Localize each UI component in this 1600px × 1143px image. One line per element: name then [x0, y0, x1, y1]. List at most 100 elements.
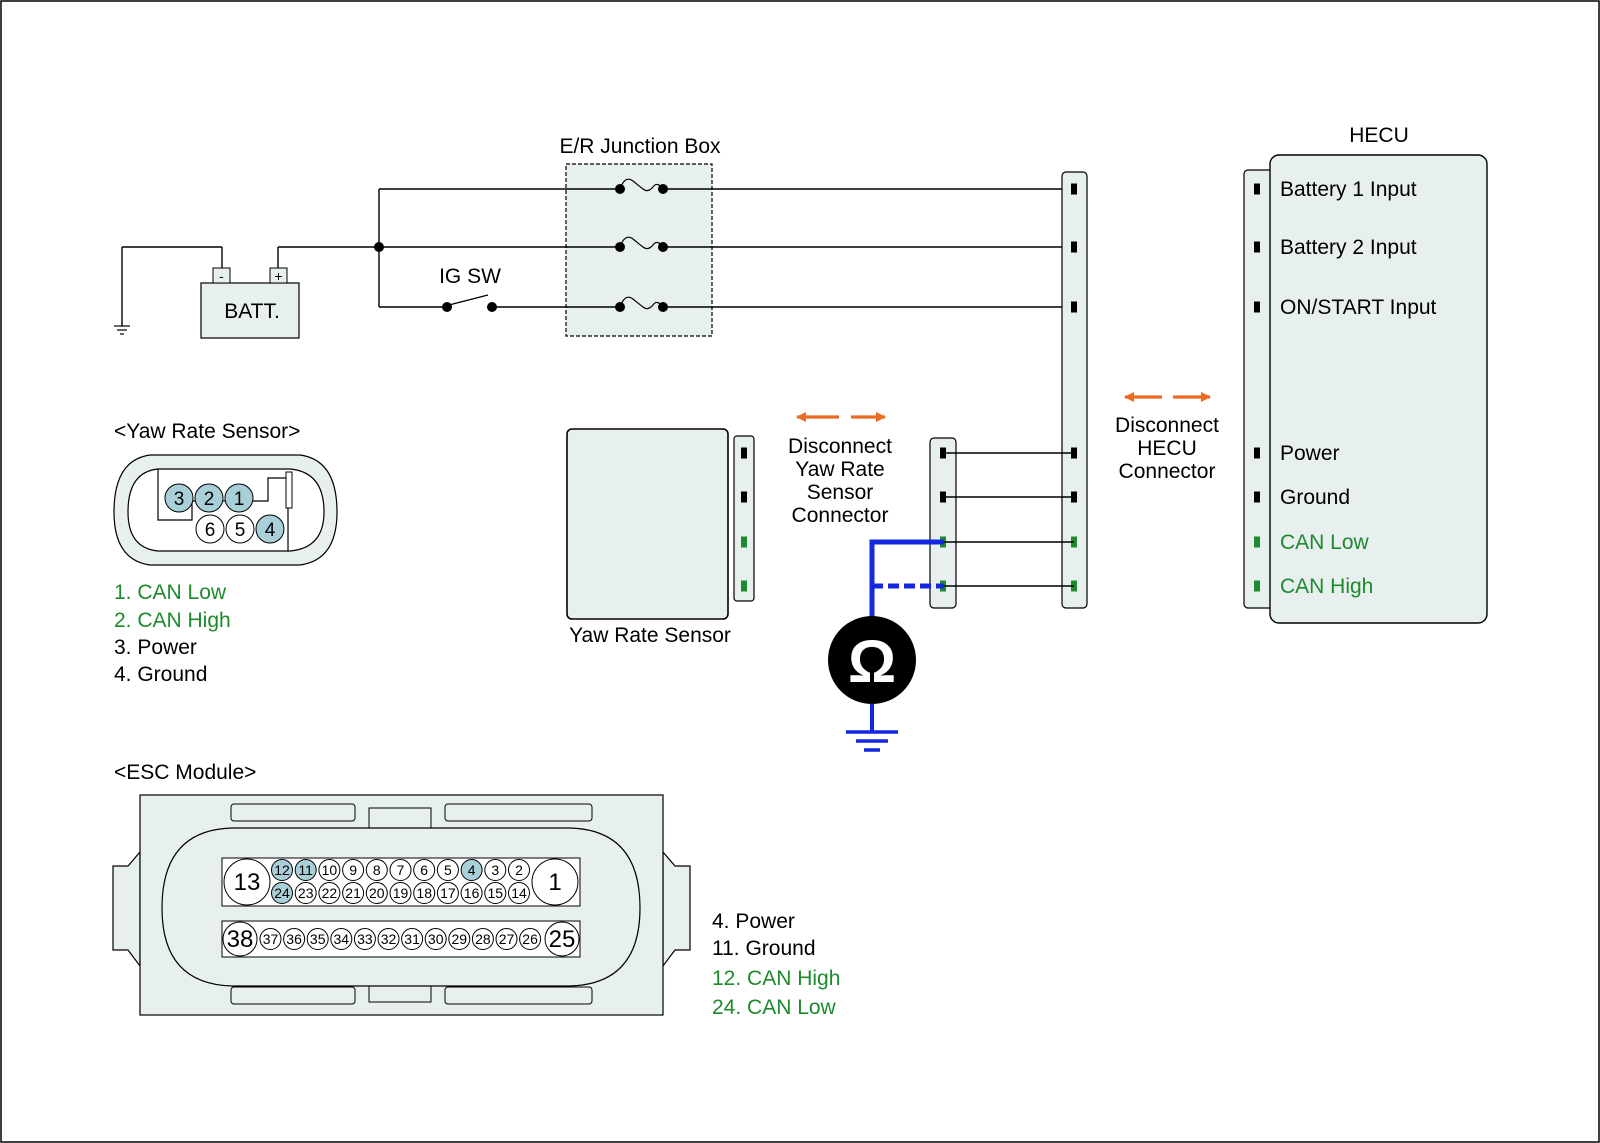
- esc-pin: 30: [424, 928, 447, 950]
- esc-module-legend: 4. Power 11. Ground 12. CAN High 24. CAN Lo…: [712, 910, 840, 1019]
- esc-pin-large: 1: [531, 858, 579, 906]
- yaw-unit-pin: [741, 580, 747, 592]
- yaw-harness-connector: [929, 437, 957, 609]
- esc-pin: 29: [448, 928, 471, 950]
- esc-pin: 26: [519, 928, 542, 950]
- yaw-unit-pin: [741, 536, 747, 548]
- svg-text:1: 1: [234, 489, 245, 510]
- svg-text:3: 3: [491, 862, 499, 878]
- battery-section: - + BATT. IG SW: [114, 188, 620, 339]
- esc-pin: 33: [353, 928, 376, 950]
- yaw-connector-title: <Yaw Rate Sensor>: [114, 420, 300, 443]
- disconnect-hecu-line-3: Connector: [1119, 460, 1216, 483]
- hecu-pin-label: Battery 1 Input: [1280, 178, 1417, 201]
- esc-pin: 14: [508, 882, 530, 904]
- hecu-pin: [1254, 580, 1260, 592]
- esc-pin: 10: [318, 859, 341, 881]
- esc-pin: 19: [389, 882, 412, 904]
- esc-pin: 34: [330, 928, 353, 950]
- svg-text:26: 26: [522, 931, 538, 947]
- esc-pin: 24: [271, 882, 293, 904]
- hecu-pin: [1254, 301, 1260, 313]
- yaw-legend-item: 4. Ground: [114, 663, 207, 686]
- svg-text:36: 36: [286, 931, 302, 947]
- svg-text:12: 12: [274, 862, 290, 878]
- svg-text:2: 2: [204, 489, 215, 510]
- esc-pin: 31: [401, 928, 424, 950]
- svg-text:1: 1: [548, 869, 561, 896]
- disconnect-yaw-line-2: Yaw Rate: [795, 458, 885, 481]
- harness-pin: [1071, 183, 1077, 195]
- svg-text:32: 32: [381, 931, 397, 947]
- disconnect-yaw-line-1: Disconnect: [788, 435, 892, 458]
- esc-pin: 6: [413, 859, 436, 881]
- hecu-pin-label: ON/START Input: [1280, 296, 1437, 319]
- svg-text:14: 14: [511, 885, 527, 901]
- svg-text:15: 15: [488, 885, 504, 901]
- ohmmeter-probe: Ω: [828, 539, 944, 752]
- svg-text:34: 34: [334, 931, 350, 947]
- harness-pin: [1071, 301, 1077, 313]
- hecu-pin: [1254, 183, 1260, 195]
- esc-pin: 7: [389, 859, 412, 881]
- battery: [200, 282, 300, 339]
- hecu-pin-label: Battery 2 Input: [1280, 236, 1417, 259]
- esc-pin: 2: [508, 859, 530, 881]
- svg-text:22: 22: [322, 885, 338, 901]
- svg-text:4: 4: [265, 520, 276, 541]
- yaw-pin: 3: [164, 483, 194, 513]
- esc-pin: 15: [484, 882, 507, 904]
- esc-pin: 21: [342, 882, 365, 904]
- svg-text:2: 2: [515, 862, 523, 878]
- svg-text:19: 19: [393, 885, 409, 901]
- esc-legend-item: 4. Power: [712, 910, 795, 933]
- svg-text:38: 38: [227, 926, 254, 953]
- yaw-unit-pin: [741, 491, 747, 503]
- hecu-pin-label: Ground: [1280, 486, 1350, 509]
- esc-legend-item: 12. CAN High: [712, 967, 840, 990]
- yaw-pin: 2: [194, 483, 224, 513]
- junction-box-title: E/R Junction Box: [559, 135, 721, 158]
- esc-pin-large: 13: [223, 858, 271, 906]
- disconnect-yaw-callout: Disconnect Yaw Rate Sensor Connector: [788, 411, 892, 527]
- svg-text:8: 8: [373, 862, 381, 878]
- esc-pin: 8: [365, 859, 388, 881]
- svg-text:24: 24: [274, 885, 290, 901]
- yaw-unit-pin: [741, 447, 747, 459]
- hecu-pin-label: Power: [1280, 442, 1340, 465]
- fuse-icon: [566, 178, 668, 194]
- disconnect-yaw-line-3: Sensor: [807, 481, 874, 504]
- disconnect-hecu-line-1: Disconnect: [1115, 414, 1219, 437]
- svg-text:3: 3: [174, 489, 185, 510]
- esc-pin: 12: [271, 859, 293, 881]
- hecu-pin-label: CAN High: [1280, 575, 1373, 598]
- esc-pin: 17: [436, 882, 459, 904]
- esc-pin: 5: [436, 859, 459, 881]
- svg-text:6: 6: [205, 520, 216, 541]
- ig-switch-label: IG SW: [439, 265, 501, 288]
- yaw-rate-sensor-label: Yaw Rate Sensor: [569, 624, 731, 647]
- esc-module-title: <ESC Module>: [114, 761, 256, 784]
- yaw-pin: 4: [255, 514, 285, 544]
- svg-text:5: 5: [444, 862, 452, 878]
- svg-text:23: 23: [298, 885, 314, 901]
- esc-legend-item: 24. CAN Low: [712, 996, 837, 1019]
- harness-pin: [1071, 241, 1077, 253]
- esc-pin: 16: [460, 882, 483, 904]
- esc-pin: 35: [306, 928, 329, 950]
- disconnect-hecu-callout: Disconnect HECU Connector: [1115, 391, 1219, 483]
- svg-text:9: 9: [349, 862, 357, 878]
- battery-label: BATT.: [224, 300, 280, 323]
- svg-text:35: 35: [310, 931, 326, 947]
- yaw-pin: 6: [195, 514, 225, 544]
- esc-legend-item: 11. Ground: [712, 937, 816, 960]
- battery-neg-terminal: [212, 267, 231, 284]
- hecu-pin: [1254, 447, 1260, 459]
- svg-text:30: 30: [428, 931, 444, 947]
- svg-text:18: 18: [416, 885, 432, 901]
- battery-neg-label: -: [219, 268, 224, 284]
- esc-pin: 23: [294, 882, 317, 904]
